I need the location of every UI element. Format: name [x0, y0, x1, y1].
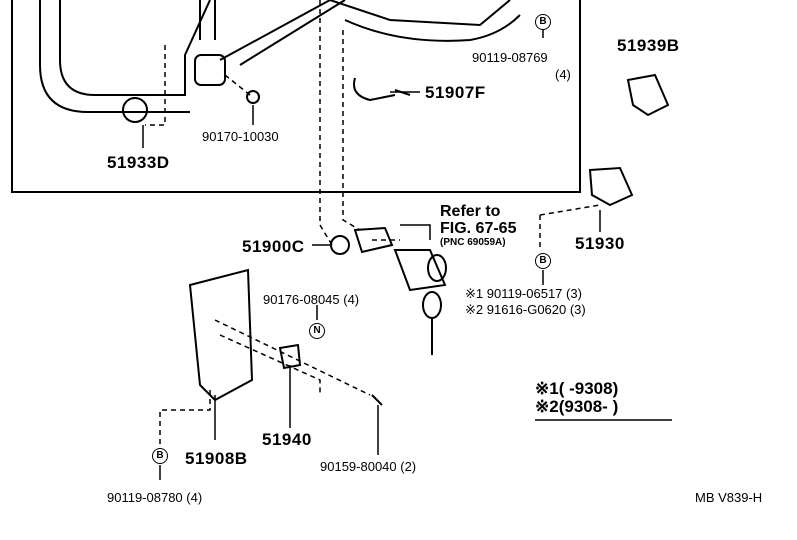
label-star1-part: ※1 90119-06517 (3) — [465, 286, 582, 301]
screw-90159 — [371, 394, 383, 406]
part-51930 — [588, 166, 634, 207]
label-90159-80040: 90159-80040 (2) — [320, 459, 417, 474]
diagram-code: MB V839-H — [695, 490, 763, 505]
part-51908B — [188, 268, 254, 402]
note-star1: ※1( -9308) — [535, 379, 619, 398]
marker-b-right: B — [535, 253, 551, 269]
label-51907F: 51907F — [425, 83, 486, 102]
rod-51907F — [353, 77, 411, 102]
marker-n: N — [309, 323, 325, 339]
frame-tube — [59, 0, 211, 96]
label-51939B: 51939B — [617, 36, 680, 55]
label-51908B: 51908B — [185, 449, 248, 468]
label-90119-08769: 90119-08769 — [472, 50, 548, 65]
nut-90170 — [246, 90, 260, 104]
reference-pnc: (PNC 69059A) — [440, 236, 506, 248]
note-star2: ※2(9308- ) — [535, 397, 619, 416]
reference-fig: FIG. 67-65 — [440, 219, 517, 237]
cylinder — [353, 226, 394, 254]
lock-cylinder — [393, 249, 447, 292]
inset-frame — [11, 0, 581, 193]
key-head-2 — [422, 291, 442, 319]
bracket — [194, 54, 226, 86]
marker-b-bottom: B — [152, 448, 168, 464]
reference-note: Refer to FIG. 67-65 (PNC 69059A) — [440, 203, 517, 248]
label-90119-08780: 90119-08780 (4) — [107, 490, 203, 505]
label-51933D: 51933D — [107, 153, 170, 172]
part-51939B — [626, 73, 670, 117]
frame-tube-upper — [219, 0, 511, 66]
label-51940: 51940 — [262, 430, 312, 449]
part-51900C — [330, 235, 350, 255]
key-head-1 — [427, 254, 447, 282]
reference-line1: Refer to — [440, 203, 501, 220]
label-90176-08045: 90176-08045 (4) — [263, 292, 360, 307]
label-51930: 51930 — [575, 234, 625, 253]
label-90119-08769-qty: (4) — [555, 67, 571, 82]
label-star2-part: ※2 91616-G0620 (3) — [465, 302, 586, 317]
label-51900C: 51900C — [242, 237, 305, 256]
part-51933D — [122, 97, 148, 123]
part-51940 — [278, 343, 302, 370]
marker-b-top: B — [535, 14, 551, 30]
label-90170-10030: 90170-10030 — [202, 129, 279, 144]
